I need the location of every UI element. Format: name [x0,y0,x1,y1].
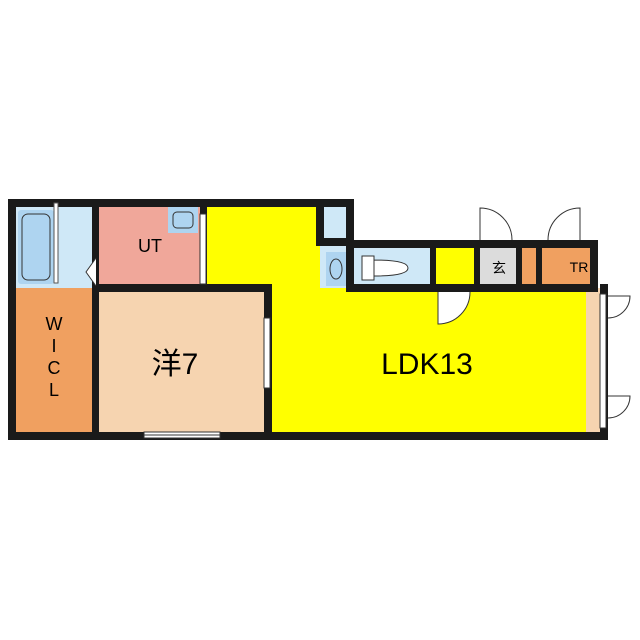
washing-machine-drum [172,211,194,229]
western-room-label: 洋7 [152,348,199,381]
bath-window [53,202,59,284]
wic-label-i: I [51,336,56,356]
toilet-bowl [361,255,409,281]
bathtub [18,210,54,284]
genkan-area [478,246,520,288]
ut-label: UT [138,236,162,256]
balcony-window [599,293,607,429]
western-sliding-door [263,317,271,389]
ut-sliding-door [199,213,207,285]
walk-in-closet [12,288,96,436]
wic-label-w: W [46,314,63,334]
entry-storage [520,246,538,288]
wic-label-c: C [48,358,61,378]
entry-yellow-step [438,250,474,284]
genkan-label: 玄 [492,260,506,276]
sink-basin [329,258,343,280]
sink-counter [326,252,346,286]
tr-label: TR [570,259,589,275]
trunk-room [542,246,594,288]
ldk-label: LDK13 [381,348,473,381]
door-swings [85,207,631,419]
western-room [96,288,268,436]
ldk-room [204,203,586,436]
wic-label-l: L [49,380,59,400]
bathtub-inner [21,213,51,281]
